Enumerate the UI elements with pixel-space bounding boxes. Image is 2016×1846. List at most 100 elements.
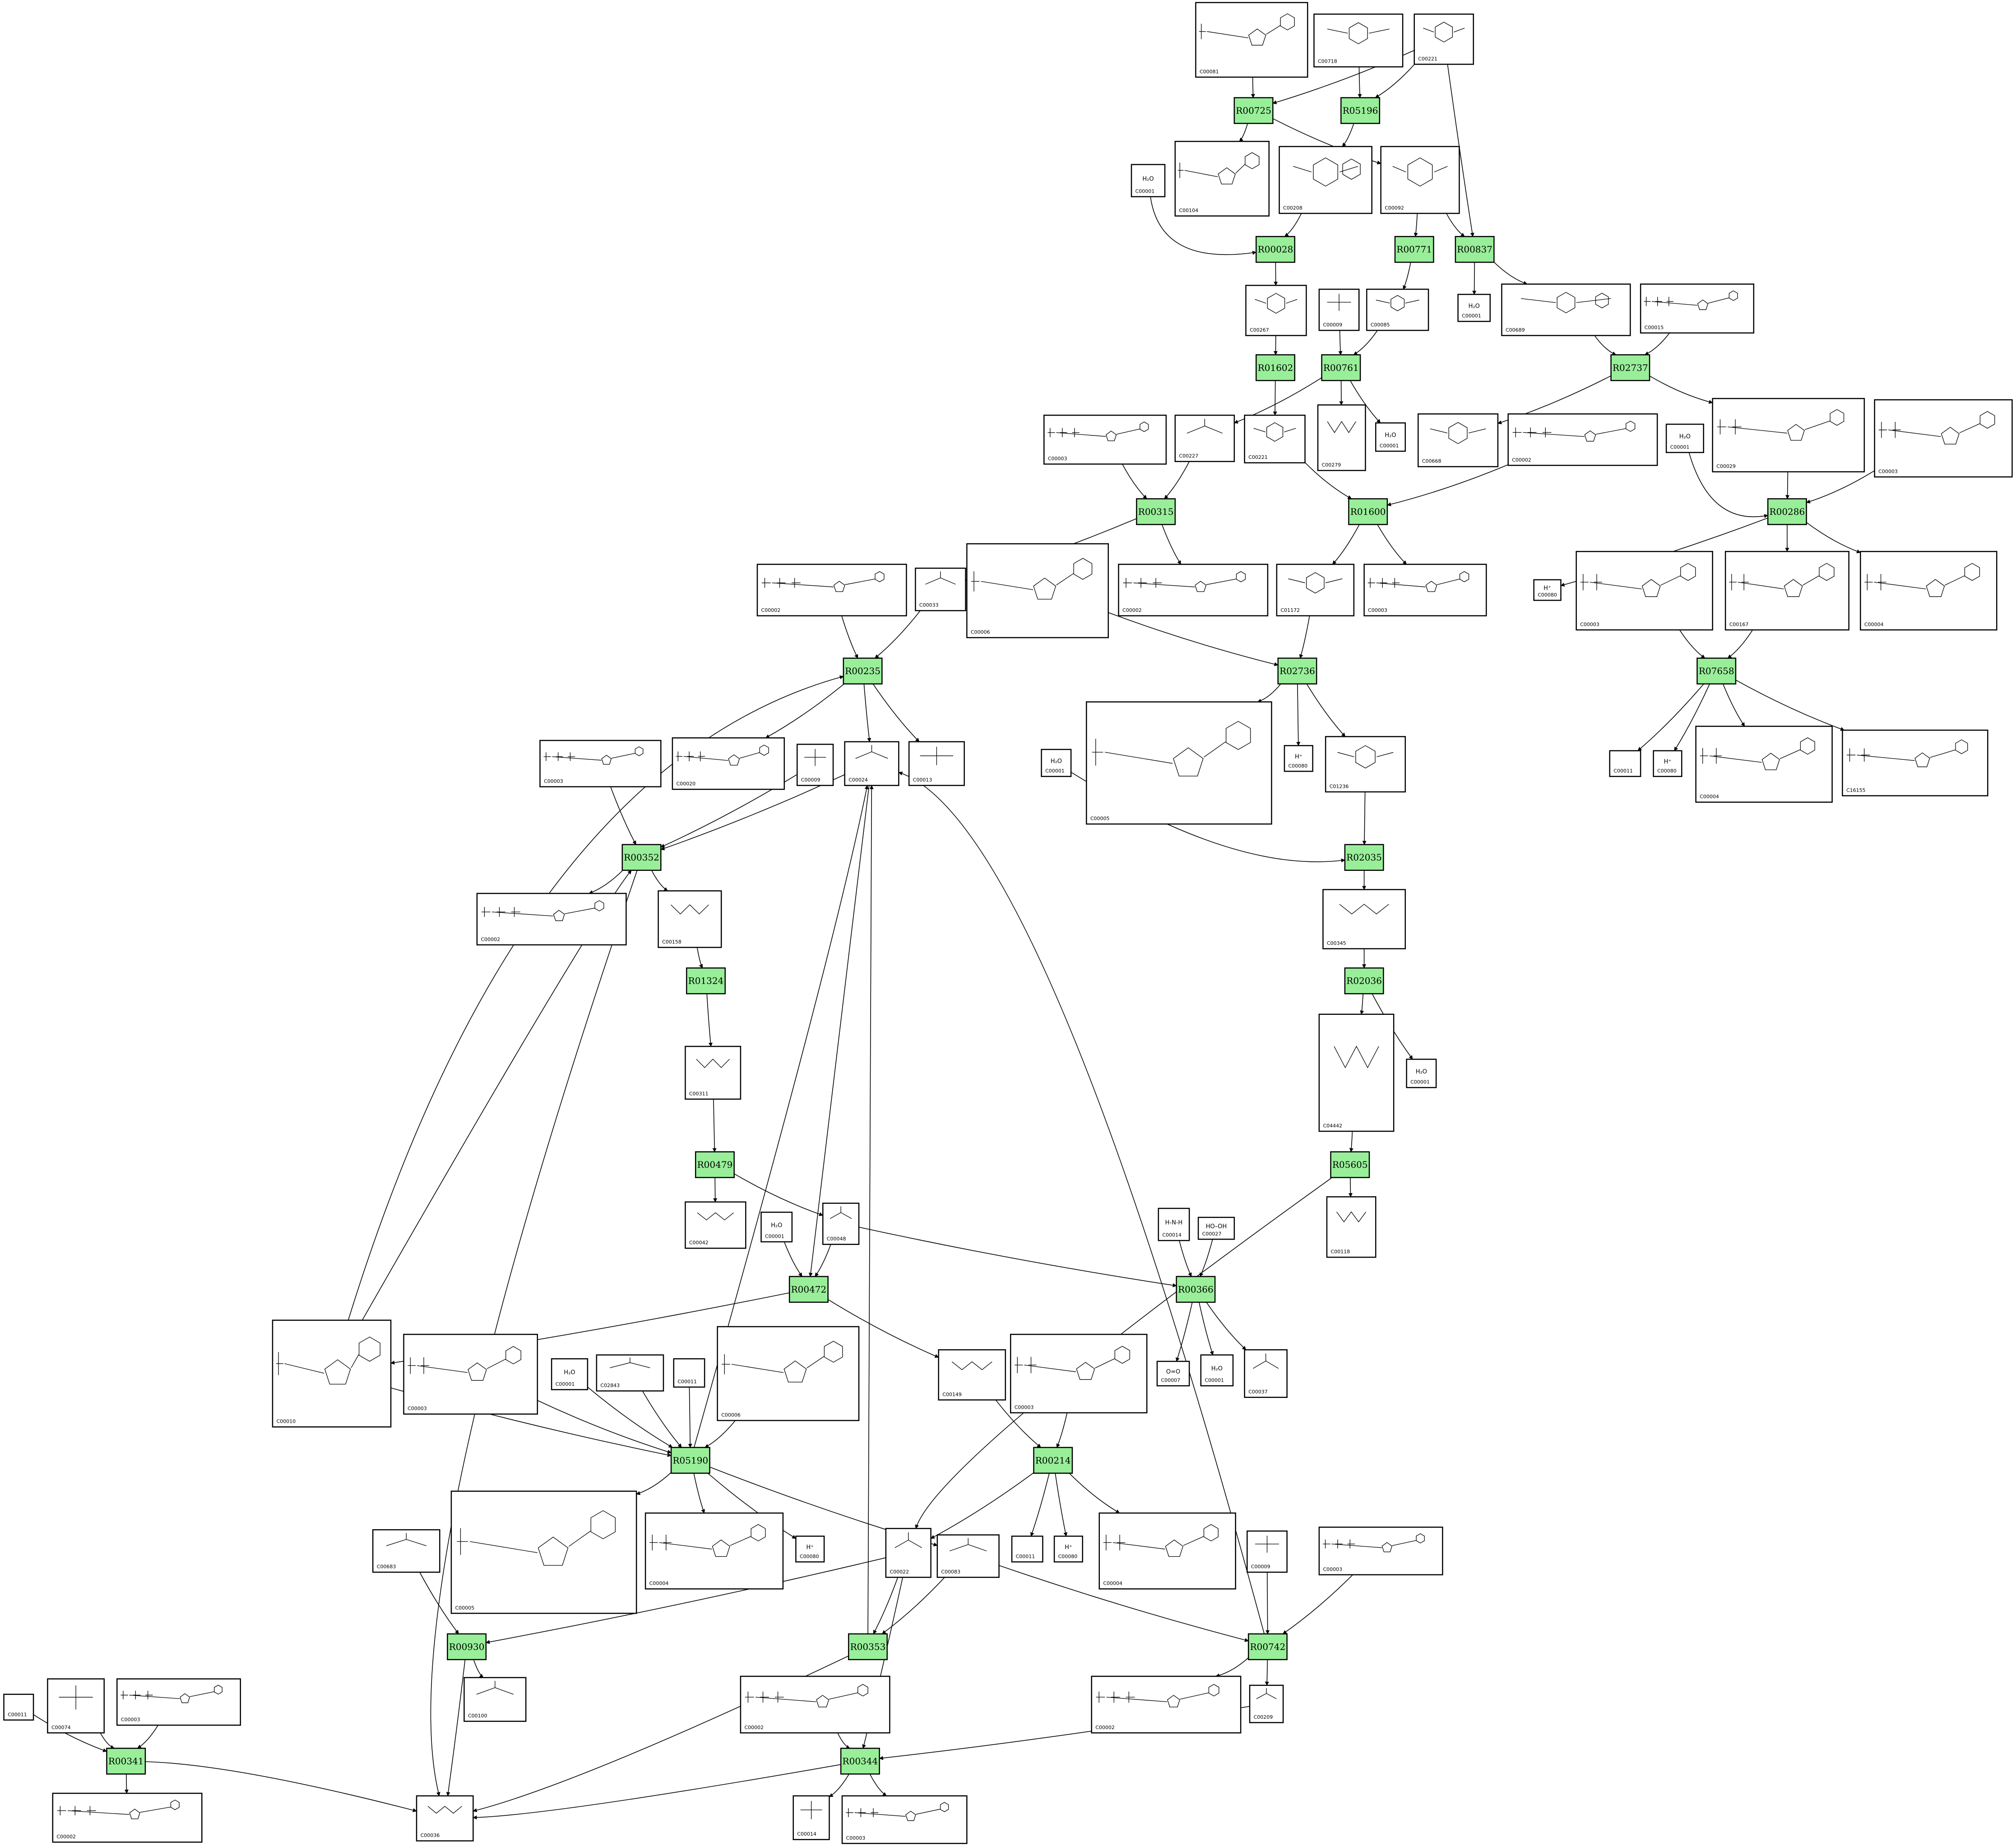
reaction-node[interactable]: R00341 — [106, 1748, 146, 1775]
compound-box[interactable] — [1380, 146, 1460, 214]
compound-node[interactable]: C00221 — [1414, 14, 1474, 65]
compound-box[interactable] — [685, 1046, 742, 1100]
compound-box[interactable] — [272, 1319, 392, 1428]
compound-node[interactable]: C00005 — [450, 1490, 637, 1614]
compound-node[interactable]: C00004 — [1098, 1512, 1236, 1590]
compound-node[interactable]: H⁺C00080 — [795, 1536, 825, 1563]
compound-node[interactable]: C04442 — [1318, 1013, 1395, 1132]
compound-node[interactable]: C00048 — [822, 1203, 860, 1245]
reaction-box[interactable] — [1233, 97, 1274, 124]
compound-box[interactable] — [1375, 422, 1406, 452]
reaction-node[interactable]: R00214 — [1033, 1447, 1073, 1474]
compound-node[interactable]: C00003 — [403, 1333, 538, 1415]
compound-node[interactable]: H⁺C00080 — [1284, 745, 1313, 772]
compound-box[interactable] — [1195, 2, 1308, 78]
reaction-box[interactable] — [1330, 1151, 1370, 1178]
compound-node[interactable]: C00029 — [1712, 398, 1865, 472]
compound-box[interactable] — [795, 1536, 825, 1563]
compound-box[interactable] — [1533, 579, 1562, 601]
compound-node[interactable]: C00002 — [52, 1792, 203, 1843]
reaction-box[interactable] — [843, 657, 883, 685]
compound-node[interactable]: C00037 — [1244, 1349, 1288, 1398]
compound-box[interactable] — [1041, 749, 1072, 777]
reaction-node[interactable]: R02036 — [1344, 967, 1384, 995]
compound-node[interactable]: C00003 — [1874, 399, 2013, 478]
compound-node[interactable]: C00003 — [539, 740, 662, 787]
compound-box[interactable] — [1318, 1013, 1395, 1132]
reaction-box[interactable] — [1767, 498, 1807, 525]
reaction-node[interactable]: R00479 — [695, 1151, 735, 1178]
compound-box[interactable] — [3, 1693, 34, 1721]
compound-node[interactable]: C00004 — [1695, 726, 1833, 803]
reaction-box[interactable] — [848, 1633, 888, 1661]
compound-box[interactable] — [1053, 1536, 1083, 1563]
compound-box[interactable] — [1860, 551, 1997, 631]
compound-box[interactable] — [1326, 1196, 1376, 1258]
compound-node[interactable]: C00002 — [756, 564, 907, 616]
compound-node[interactable]: C00003 — [116, 1678, 241, 1726]
reaction-box[interactable] — [695, 1151, 735, 1178]
reaction-node[interactable]: R00353 — [848, 1633, 888, 1661]
reaction-box[interactable] — [686, 967, 726, 995]
reaction-box[interactable] — [1394, 236, 1434, 263]
compound-box[interactable] — [938, 1349, 1006, 1401]
reaction-box[interactable] — [1455, 236, 1495, 263]
reaction-node[interactable]: R00837 — [1455, 236, 1495, 263]
compound-node[interactable]: C00014 — [792, 1795, 830, 1841]
reaction-box[interactable] — [1136, 498, 1176, 525]
compound-box[interactable] — [1366, 288, 1429, 331]
reaction-node[interactable]: R00366 — [1176, 1276, 1216, 1303]
compound-node[interactable]: C00209 — [1249, 1684, 1284, 1723]
reaction-box[interactable] — [447, 1633, 487, 1661]
compound-node[interactable]: C00005 — [1086, 701, 1272, 825]
compound-box[interactable] — [1363, 564, 1487, 616]
compound-box[interactable] — [673, 1358, 705, 1388]
reaction-node[interactable]: R00725 — [1233, 97, 1274, 124]
compound-node[interactable]: C00004 — [644, 1512, 784, 1590]
reaction-node[interactable]: R01324 — [686, 967, 726, 995]
compound-box[interactable] — [1043, 414, 1167, 465]
compound-node[interactable]: C00683 — [372, 1529, 440, 1573]
compound-box[interactable] — [1011, 1536, 1043, 1563]
compound-node[interactable]: C00003 — [1010, 1333, 1148, 1414]
compound-box[interactable] — [1174, 141, 1270, 217]
compound-box[interactable] — [1653, 750, 1682, 777]
compound-node[interactable]: C16155 — [1842, 729, 1988, 796]
compound-node[interactable]: C00011 — [1609, 750, 1641, 777]
reaction-node[interactable]: R02737 — [1610, 354, 1650, 381]
reaction-node[interactable]: R01600 — [1348, 498, 1388, 525]
reaction-box[interactable] — [1610, 354, 1650, 381]
compound-box[interactable] — [1712, 398, 1865, 472]
compound-box[interactable] — [551, 1358, 589, 1390]
compound-node[interactable]: C00279 — [1317, 404, 1366, 471]
reaction-node[interactable]: R00742 — [1247, 1633, 1288, 1661]
reaction-node[interactable]: R05605 — [1330, 1151, 1370, 1178]
compound-box[interactable] — [1098, 1512, 1236, 1590]
compound-box[interactable] — [658, 890, 722, 948]
compound-box[interactable] — [1640, 283, 1755, 334]
reaction-box[interactable] — [1256, 354, 1296, 381]
compound-node[interactable]: C00002 — [740, 1675, 890, 1734]
compound-box[interactable] — [1724, 551, 1849, 631]
compound-node[interactable]: C00267 — [1245, 285, 1307, 336]
compound-box[interactable] — [685, 1201, 746, 1249]
compound-node[interactable]: C00003 — [1576, 551, 1713, 631]
compound-node[interactable]: H⁺C00080 — [1653, 750, 1682, 777]
reaction-box[interactable] — [840, 1748, 880, 1775]
compound-node[interactable]: C00003 — [1043, 414, 1167, 465]
compound-box[interactable] — [1086, 701, 1272, 825]
compound-box[interactable] — [1284, 745, 1313, 772]
compound-box[interactable] — [1131, 164, 1166, 198]
compound-box[interactable] — [1609, 750, 1641, 777]
compound-box[interactable] — [717, 1326, 860, 1421]
compound-node[interactable]: C00085 — [1366, 288, 1429, 331]
compound-box[interactable] — [1317, 404, 1366, 471]
reaction-box[interactable] — [1321, 354, 1361, 381]
compound-box[interactable] — [1406, 1059, 1437, 1088]
compound-node[interactable]: C00074 — [47, 1678, 105, 1734]
